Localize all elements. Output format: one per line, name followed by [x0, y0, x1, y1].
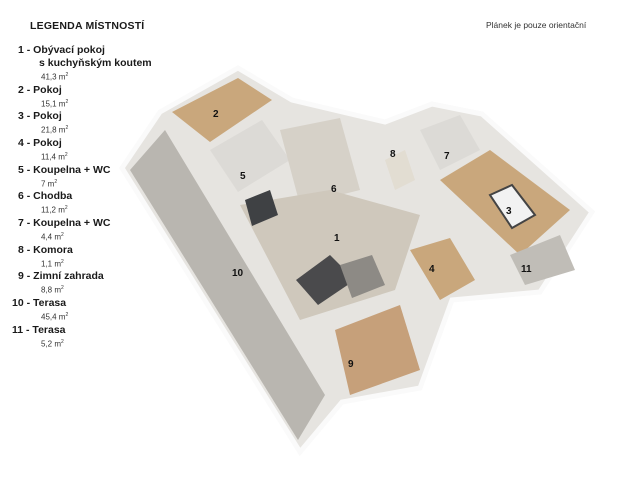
legend-item-11: 11 - Terasa 5,2 m2 — [12, 324, 162, 350]
legend-title: LEGENDA MÍSTNOSTÍ — [30, 20, 145, 32]
room-name: 8 - Komora — [18, 243, 73, 256]
kitchen-counter — [245, 190, 278, 226]
disclaimer-note: Plánek je pouze orientační — [486, 20, 587, 30]
room-number-6: 6 — [331, 184, 337, 195]
legend-item-2: 2 - Pokoj 15,1 m2 — [12, 84, 162, 110]
room-name: 2 - Pokoj — [18, 83, 62, 96]
room-area: 41,3 m2 — [41, 72, 69, 82]
room-name: 11 - Terasa — [12, 323, 66, 336]
room-name: 9 - Zimní zahrada — [18, 270, 104, 283]
room-name: 6 - Chodba — [18, 190, 73, 203]
room-area: 8,8 m2 — [41, 285, 64, 295]
terrace-10 — [130, 130, 325, 440]
legend-item-7: 7 - Koupelna + WC 4,4 m2 — [12, 217, 162, 243]
room-number-4: 4 — [429, 264, 435, 275]
room-area: 45,4 m2 — [41, 311, 69, 322]
room-number-7: 7 — [444, 151, 450, 162]
room-area: 5,2 m2 — [41, 338, 64, 349]
room-number-2: 2 — [213, 109, 219, 120]
legend-item-3: 3 - Pokoj 21,8 m2 — [12, 110, 162, 136]
room-name: 10 - Terasa — [12, 296, 67, 309]
room-name: 1 - Obývací pokoj — [18, 44, 105, 56]
room-area: 11,2 m2 — [41, 205, 68, 215]
room-legend: 1 - Obývací pokoj s kuchyňským koutem 41… — [12, 44, 162, 350]
room-number-10: 10 — [232, 268, 244, 279]
room-number-8: 8 — [390, 149, 396, 160]
room-area: 11,4 m2 — [41, 151, 68, 162]
terrace-11 — [510, 235, 575, 285]
room-area: 15,1 m2 — [41, 98, 69, 109]
bed-room-3 — [488, 183, 537, 230]
room-area: 7 m2 — [41, 178, 58, 189]
room-number-11: 11 — [521, 264, 532, 275]
legend-item-4: 4 - Pokoj 11,4 m2 — [12, 137, 162, 163]
legend-item-5: 5 - Koupelna + WC 7 m2 — [12, 164, 162, 190]
room-number-5: 5 — [240, 171, 246, 182]
room-8-floor — [385, 150, 415, 190]
room-9-floor — [335, 305, 420, 395]
room-name: 5 - Koupelna + WC — [18, 163, 111, 176]
room-area: 21,8 m2 — [41, 125, 69, 135]
legend-item-10: 10 - Terasa 45,4 m2 — [12, 297, 162, 323]
legend-item-6: 6 - Chodba 11,2 m2 — [12, 190, 162, 216]
room-number-1: 1 — [334, 233, 340, 244]
sofa — [296, 255, 355, 305]
room-6-floor — [280, 118, 360, 205]
room-7-floor — [420, 115, 480, 170]
room-name: 3 - Pokoj — [18, 110, 62, 123]
legend-item-9: 9 - Zimní zahrada 8,8 m2 — [12, 270, 162, 296]
room-name: 4 - Pokoj — [18, 136, 62, 149]
room-area: 4,4 m2 — [41, 231, 64, 242]
legend-item-8: 8 - Komora 1,1 m2 — [12, 244, 162, 270]
room-2-floor — [172, 78, 272, 142]
room-name-line2: s kuchyňským koutem — [39, 57, 152, 69]
room-number-3: 3 — [506, 206, 512, 217]
legend-item-1: 1 - Obývací pokoj s kuchyňským koutem 41… — [12, 44, 162, 83]
room-number-9: 9 — [348, 359, 354, 370]
room-area: 1,1 m2 — [41, 258, 64, 269]
room-4-floor — [410, 238, 475, 300]
rug — [340, 255, 385, 298]
room-name: 7 - Koupelna + WC — [18, 216, 111, 229]
room-5-floor — [210, 120, 290, 192]
